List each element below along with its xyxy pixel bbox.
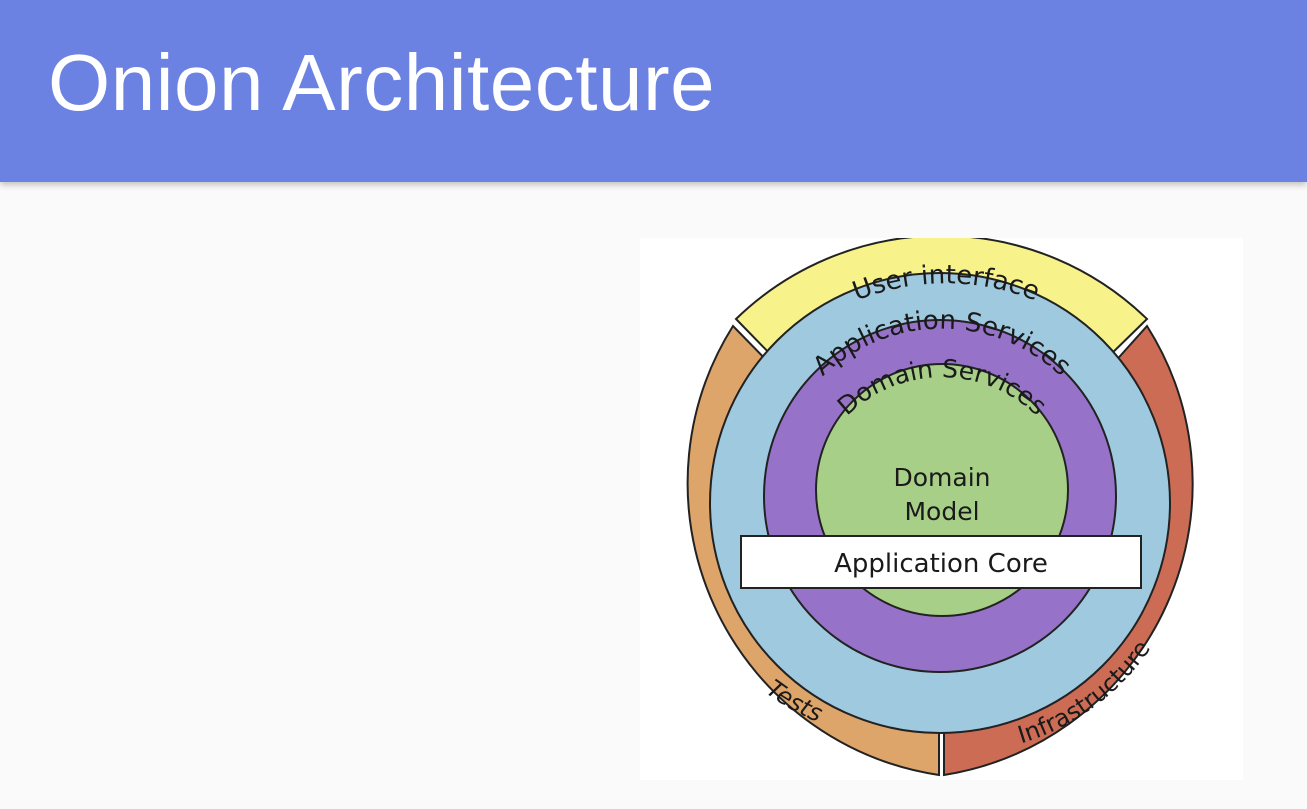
domain-model-label-line2: Model	[904, 497, 979, 526]
application-core-banner	[740, 535, 1142, 589]
slide-header: Onion Architecture	[0, 0, 1307, 182]
domain-model-label-line1: Domain	[893, 463, 990, 492]
onion-diagram-panel: User interface Application Services Doma…	[640, 238, 1243, 780]
onion-diagram: User interface Application Services Doma…	[686, 238, 1194, 777]
application-core-label: Application Core	[834, 549, 1048, 579]
slide-title: Onion Architecture	[48, 38, 716, 127]
